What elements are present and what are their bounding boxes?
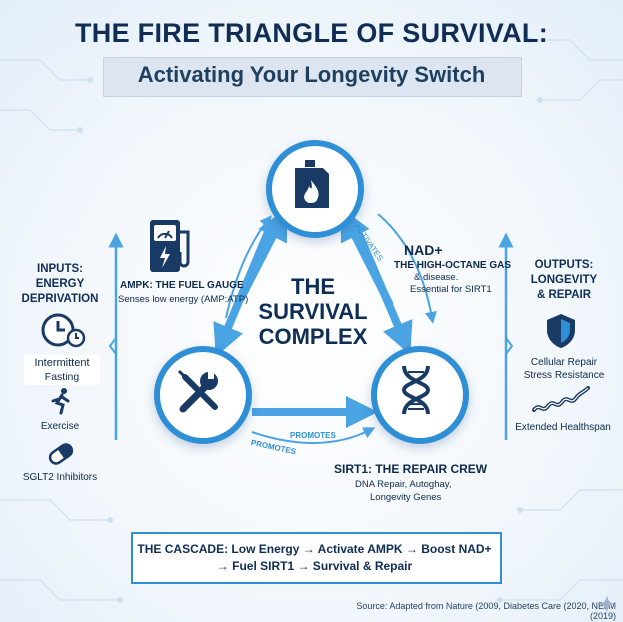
sparkle-icon [598,595,616,613]
wrench-screwdriver-icon [177,369,218,413]
output-cellular-repair: Cellular Repair [530,357,598,368]
outputs-title: OUTPUTS: LONGEVITY & REPAIR [530,259,598,301]
clock-icon [41,313,86,348]
sirt1-line1: DNA Repair, Autoghay, [355,479,452,490]
input-sglt2: SGLT2 Inhibitors [22,472,98,483]
page-subtitle: Activating Your Longevity Switch [137,62,486,87]
nad-line1: THE HIGH-OCTANE GAS [394,260,512,271]
nad-line2: & disease. [414,272,459,283]
intermittent-fasting-box [24,355,100,385]
inputs-title: INPUTS: ENERGY DEPRIVATION [21,263,99,305]
output-healthspan: Extended Healthspan [515,422,611,433]
fuel-can-icon [295,160,329,208]
output-stress-resistance: Stress Resistance [523,370,605,381]
input-intermittent: Intermittent [34,357,90,369]
ampk-title: AMPK: THE FUEL GAUGE [120,280,244,291]
cascade-box [131,532,502,584]
source-note: Source: Adapted from Nature (2009, Diabe… [356,601,616,621]
nad-line3: Essential for SIRT1 [410,284,492,295]
sirt1-line2: Longevity Genes [370,492,442,503]
sirt1-title: SIRT1: THE REPAIR CREW [334,462,488,476]
input-fasting: Fasting [44,371,80,383]
gas-pump-icon [150,220,190,272]
subtitle-box [103,57,522,97]
input-exercise: Exercise [40,421,80,432]
dna-icon [401,365,431,415]
nad-title: NAD+ [404,242,443,258]
shield-icon [547,314,575,348]
healthspan-wave-icon [532,386,590,412]
pill-icon [48,443,74,465]
ampk-desc: Senses low energy (AMP:ATP) [118,294,249,305]
promotes-label-top: PROMOTES [290,431,336,440]
survival-complex-label: THE SURVIVAL COMPLEX [258,274,368,349]
cascade-line1: THE CASCADE: Low Energy → Activate AMPK … [137,542,492,556]
running-person-icon [51,388,70,415]
cascade-line2: → Fuel SIRT1 → Survival & Repair [216,559,413,573]
page-title: THE FIRE TRIANGLE OF SURVIVAL: [74,18,548,48]
